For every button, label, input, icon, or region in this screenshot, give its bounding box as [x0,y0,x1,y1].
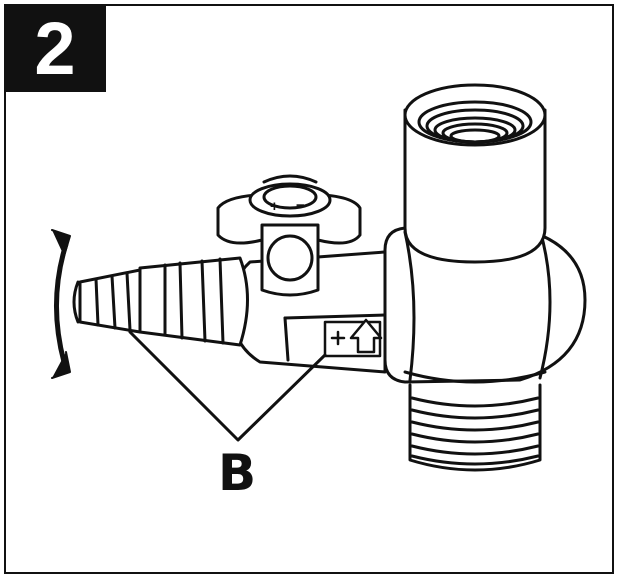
callout-label-b: B [217,444,257,502]
lever-minus-mark: − [296,197,305,214]
tee-body [383,226,587,384]
upper-threaded-socket [403,83,547,264]
hose-barb-nozzle [72,256,249,347]
rotation-arrow-icon [51,229,71,379]
valve-lever [216,174,362,297]
plus-icon [330,330,346,346]
lever-plus-mark: + [270,198,279,215]
lower-threaded-nipple [408,383,542,472]
callout-leader-lines [128,330,327,442]
step-number: 2 [34,6,76,90]
step-number-badge: 2 [4,4,106,92]
flow-direction-arrow-icon [349,318,383,354]
